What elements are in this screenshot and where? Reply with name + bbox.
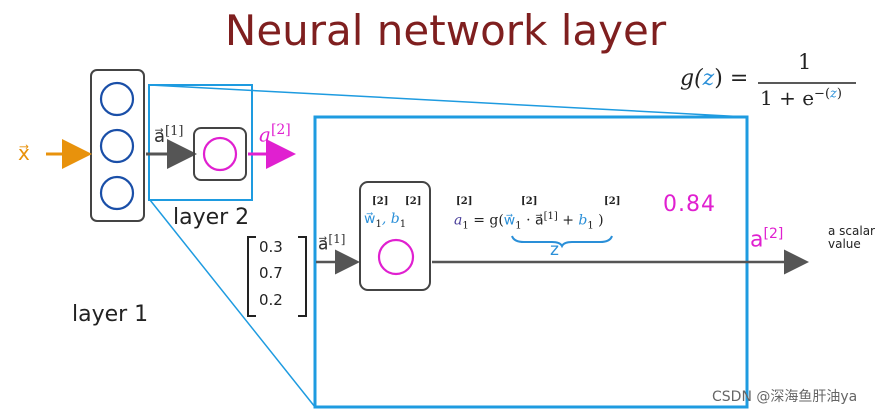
- zoom-line-bottom: [149, 199, 316, 408]
- param-w-sup: [2]: [372, 196, 389, 207]
- activation-equation: a1 = g(w⃗1 · a⃗[1] + b1 ): [454, 211, 604, 232]
- sigmoid-denominator: 1 + e−(z): [760, 86, 842, 110]
- output-value: 0.84: [663, 192, 716, 217]
- vector-value-3: 0.2: [259, 291, 283, 309]
- a1-label: a⃗[1]: [154, 124, 184, 147]
- sigmoid-numerator: 1: [798, 50, 812, 74]
- vector-value-2: 0.7: [259, 264, 283, 282]
- sigmoid-lhs: g(z) =: [680, 66, 749, 91]
- layer2-neuron: [202, 136, 238, 172]
- eq-a-sup: [2]: [456, 196, 473, 207]
- layer2-highlight-box: [148, 84, 253, 201]
- zoom-neuron: [377, 238, 415, 276]
- layer1-neuron-1: [99, 81, 135, 117]
- vector-bracket-right: [298, 236, 307, 317]
- a2-label: a[2]: [259, 122, 291, 147]
- zoom-line-top: [149, 84, 748, 118]
- layer1-neuron-2: [99, 128, 135, 164]
- layer2-box: [193, 127, 247, 181]
- eq-b-sup: [2]: [604, 196, 621, 207]
- zoom-neuron-box: [359, 181, 431, 291]
- param-b-sup: [2]: [405, 196, 422, 207]
- neuron-params: w⃗1, b1: [364, 211, 407, 230]
- page-title: Neural network layer: [224, 6, 667, 55]
- eq-w-sup: [2]: [521, 196, 538, 207]
- layer2-label: layer 2: [173, 205, 250, 230]
- z-underbrace: [511, 235, 613, 249]
- layer1-box: [90, 69, 145, 222]
- zoom-a1-label: a⃗[1]: [318, 232, 346, 255]
- layer1-label: layer 1: [72, 302, 149, 327]
- watermark: CSDN @深海鱼肝油ya: [712, 389, 858, 405]
- vector-bracket-left: [247, 236, 256, 317]
- output-a2-label: a[2]: [750, 226, 784, 253]
- input-x-label: x⃗: [18, 141, 30, 165]
- vector-value-1: 0.3: [259, 238, 283, 256]
- z-label: z: [550, 240, 559, 260]
- layer1-neuron-3: [99, 175, 135, 211]
